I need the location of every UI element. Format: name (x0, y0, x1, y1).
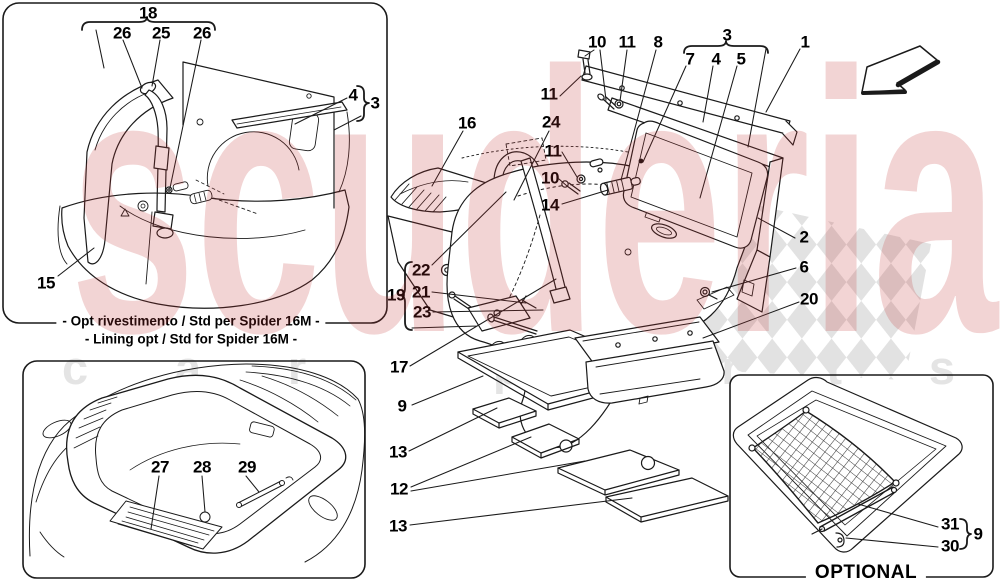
leader-lines (57, 29, 939, 548)
inset-box-lining (2, 2, 388, 324)
main-trim-exploded-drawing (387, 49, 798, 523)
caption-optional: OPTIONAL (805, 562, 927, 584)
inset-lining-drawing (57, 61, 350, 309)
caption-lining-english: - Lining opt / Std for Spider 16M - (84, 331, 298, 347)
direction-arrow-icon (861, 45, 941, 95)
caption-lining-italian: - Opt rivestimento / Std per Spider 16M … (56, 312, 326, 330)
inset-cargo-net-drawing (732, 376, 963, 553)
inset-frunk-drawing (28, 363, 366, 563)
callout-brackets (81, 16, 972, 550)
inset-box-frunk (22, 360, 366, 579)
